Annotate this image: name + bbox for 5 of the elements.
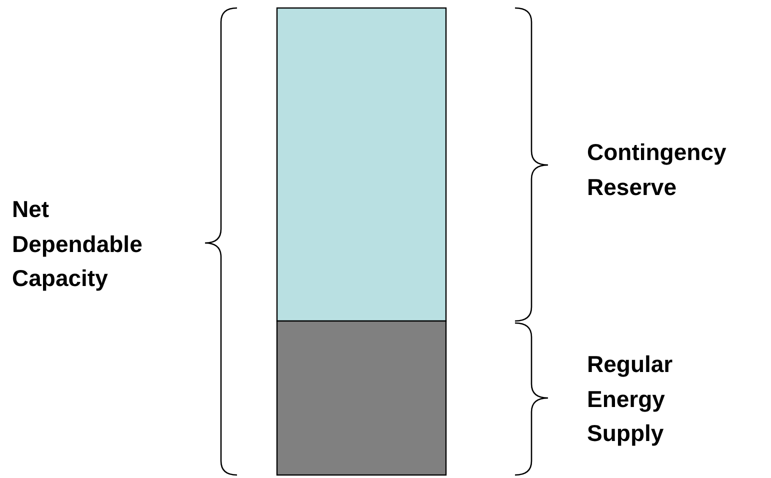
brace-label: Contingency Reserve [587,138,728,202]
brace-label: Regular Energy Supply [587,350,674,448]
brace-label: Net Dependable Capacity [12,195,142,293]
bar-segment [276,320,447,476]
bar-segment [276,7,447,322]
